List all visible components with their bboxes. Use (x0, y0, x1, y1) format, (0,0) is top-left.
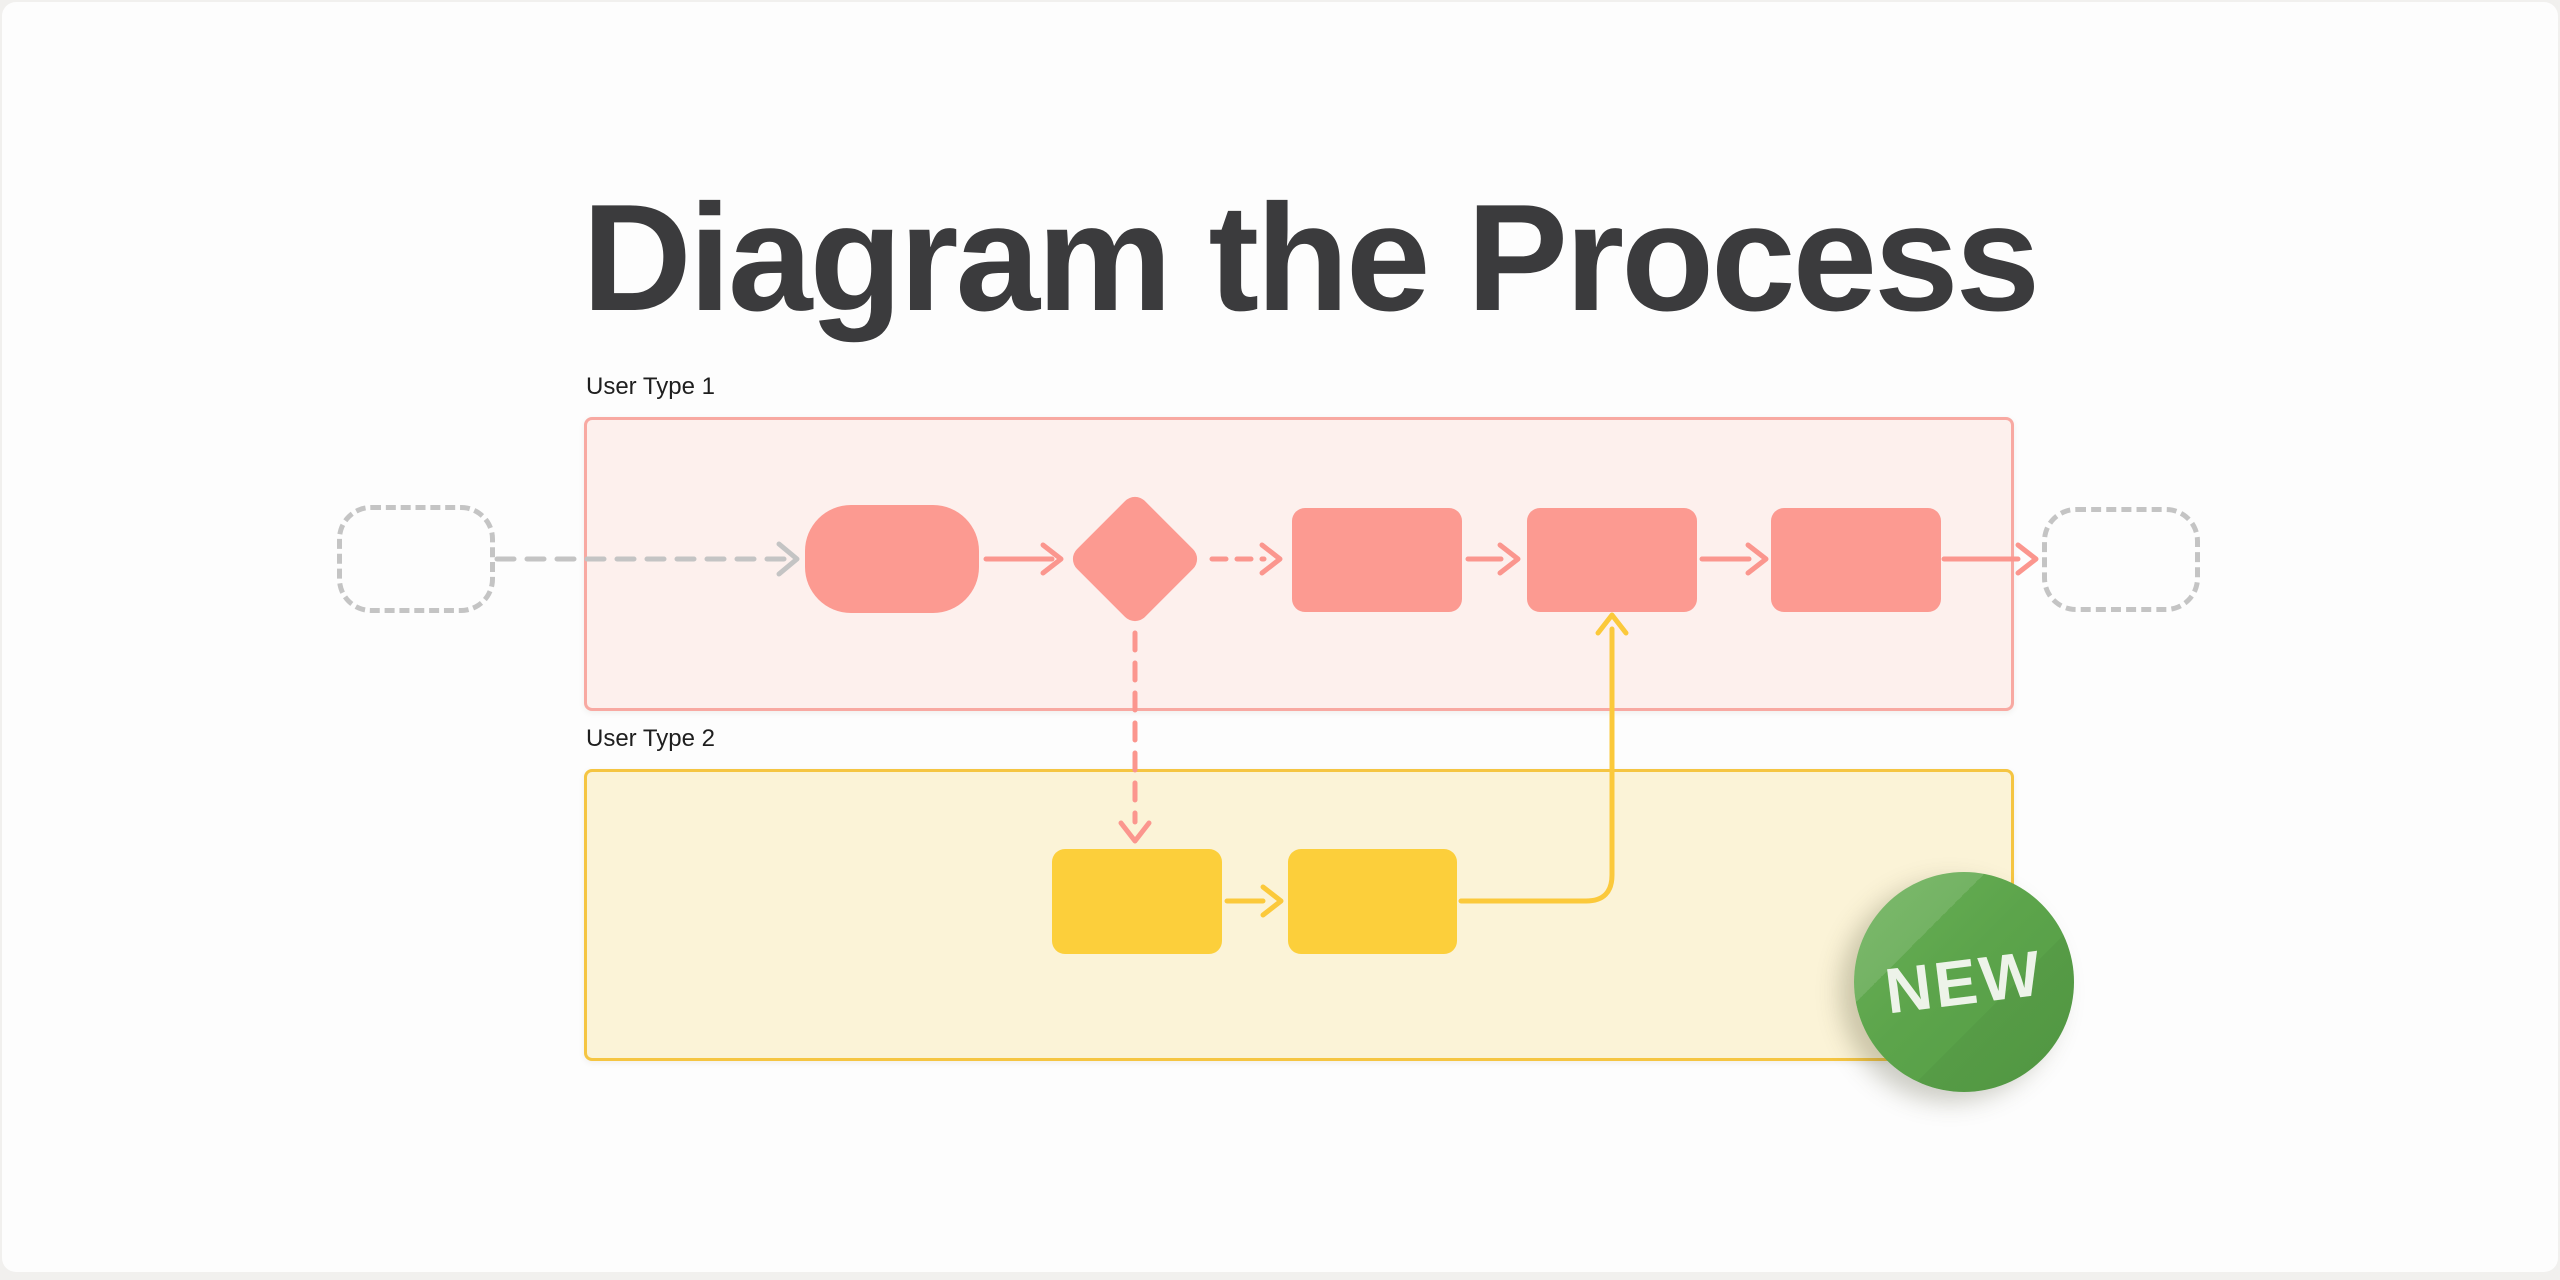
process-step-node-3 (1771, 508, 1941, 612)
new-badge-label: NEW (1881, 936, 2047, 1028)
start-placeholder-node (337, 505, 495, 613)
process-step-node-2 (1527, 508, 1697, 612)
lane-label-user-type-1: User Type 1 (586, 373, 715, 400)
new-badge: NEW (1854, 872, 2074, 1092)
end-placeholder-node (2042, 507, 2200, 612)
alt-step-node-2 (1288, 849, 1457, 954)
start-step-node (805, 505, 979, 613)
process-step-node-1 (1292, 508, 1462, 612)
lane-label-user-type-2: User Type 2 (586, 725, 715, 752)
alt-step-node-1 (1052, 849, 1222, 954)
page-title: Diagram the Process (582, 173, 2040, 343)
